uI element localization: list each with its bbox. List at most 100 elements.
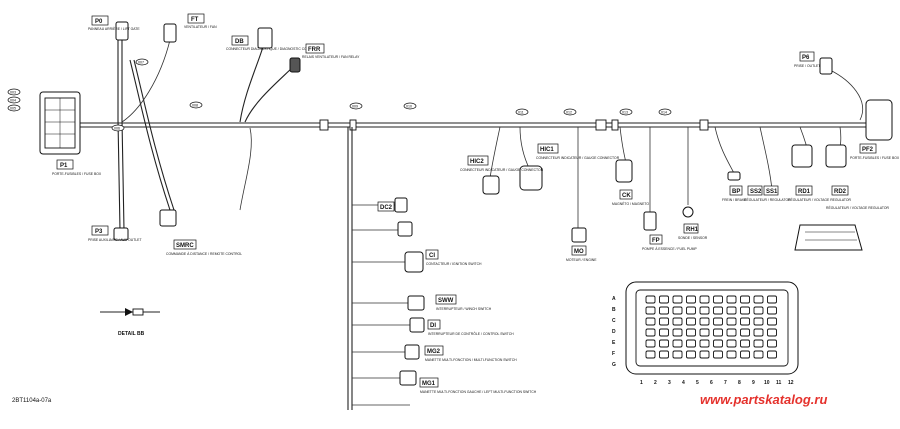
tag-ck: CK MAGNÉTO / MAGNETO (612, 189, 649, 206)
fuse-slot (753, 317, 764, 326)
svg-text:PORTE-FUSIBLES / FUSE BOX: PORTE-FUSIBLES / FUSE BOX (850, 156, 900, 160)
tag-rd1: RD1 RÉGULATEUR / VOLTAGE REGULATOR (788, 185, 852, 202)
fuse-slot (672, 295, 683, 304)
fuse-slot (753, 328, 764, 337)
connector-fp (643, 211, 657, 231)
svg-text:SMRC: SMRC (176, 243, 194, 249)
fuse-slot (686, 339, 696, 348)
svg-text:P6: P6 (802, 55, 810, 61)
left-branch (117, 39, 175, 231)
drawing-id: 2BT1104a-07a (12, 398, 52, 404)
fuse-slot (713, 339, 723, 348)
fuse-slot (740, 295, 750, 304)
svg-text:007: 007 (138, 61, 144, 65)
fuse-slot (672, 306, 683, 315)
connector-ft (163, 23, 177, 43)
svg-text:FP: FP (652, 238, 660, 244)
tag-p1: P1 PORTE-FUSIBLES / FUSE BOX (52, 159, 102, 176)
tag-db: DB CONNECTEUR DIAGNOSTIQUE / DIAGNOSTIC … (226, 35, 324, 51)
fuse-slot (726, 295, 737, 304)
svg-text:009: 009 (352, 105, 358, 109)
svg-text:MG2: MG2 (427, 349, 441, 355)
connector-p6 (819, 57, 833, 75)
detail-bb: DETAIL BB (100, 308, 160, 337)
svg-text:005: 005 (10, 107, 16, 111)
tag-sww: SWW INTERRUPTEUR / WINCH SWITCH (435, 294, 492, 311)
connector-smrc (159, 209, 177, 227)
svg-text:SS1: SS1 (766, 189, 778, 195)
svg-text:SWW: SWW (438, 298, 454, 304)
svg-text:MAGNÉTO / MAGNETO: MAGNÉTO / MAGNETO (612, 201, 649, 206)
fuse-slot (726, 350, 737, 359)
svg-text:RELAIS VENTILATEUR / FAN RELAY: RELAIS VENTILATEUR / FAN RELAY (302, 55, 360, 59)
svg-text:INTERRUPTEUR / WINCH SWITCH: INTERRUPTEUR / WINCH SWITCH (436, 307, 492, 311)
tag-mo: MO MOTEUR / ENGINE (566, 245, 597, 262)
fuse-slot (767, 339, 777, 348)
fuse-slot (740, 317, 750, 326)
fuse-slot (767, 350, 777, 359)
fuse-slot (659, 317, 669, 326)
fuse-col-8: 8 (738, 380, 741, 386)
svg-text:PF2: PF2 (862, 147, 874, 153)
fuse-slot (686, 295, 696, 304)
fuse-slot (740, 306, 750, 315)
fuse-slot (645, 295, 656, 304)
svg-text:VENTILATEUR / FAN: VENTILATEUR / FAN (184, 25, 217, 29)
connector-mo (571, 227, 587, 243)
fuse-slot (713, 306, 723, 315)
connector-mg1 (399, 370, 417, 386)
connector-hic1 (519, 165, 543, 191)
svg-text:PANNEAU ARRIÈRE / LIFT GATE: PANNEAU ARRIÈRE / LIFT GATE (88, 26, 140, 31)
fuse-slot (645, 339, 656, 348)
svg-text:SONDE / SENSOR: SONDE / SENSOR (678, 236, 708, 240)
connector-ci (404, 251, 424, 273)
fuse-slot (699, 328, 710, 337)
svg-text:DI: DI (430, 323, 436, 329)
fuse-slot (686, 350, 696, 359)
svg-text:CONNECTEUR INDICATEUR / GAUGE: CONNECTEUR INDICATEUR / GAUGE CONNECTOR (536, 156, 620, 160)
svg-text:MOTEUR / ENGINE: MOTEUR / ENGINE (566, 258, 597, 262)
fuse-slot (672, 317, 683, 326)
fuse-slot (713, 317, 723, 326)
tag-ft: FT VENTILATEUR / FAN (184, 13, 217, 29)
svg-text:010: 010 (406, 105, 412, 109)
fuse-slot (699, 295, 710, 304)
svg-text:HIC2: HIC2 (470, 159, 484, 165)
connector-sww (407, 295, 425, 311)
fuse-slot (672, 339, 683, 348)
right-drops (489, 69, 863, 230)
fuse-slot (767, 306, 777, 315)
tag-mg2: MG2 MANETTE MULTI-FONCTION / MULTI-FUNCT… (424, 345, 517, 362)
fuse-slot (726, 306, 737, 315)
fuse-col-6: 6 (710, 380, 713, 386)
svg-text:CONTACTEUR / IGNITION SWITCH: CONTACTEUR / IGNITION SWITCH (426, 262, 482, 266)
tag-hic2: HIC2 CONNECTEUR INDICATEUR / GAUGE CONNE… (460, 155, 544, 172)
tag-hic1: HIC1 CONNECTEUR INDICATEUR / GAUGE CONNE… (536, 143, 620, 160)
tag-rh1: RH1 SONDE / SENSOR (678, 223, 708, 240)
fuse-slot (740, 328, 750, 337)
fuse-slot (767, 317, 777, 326)
connector-rd2 (825, 144, 847, 168)
tag-smrc: SMRC COMMANDE À DISTANCE / REMOTE CONTRO… (166, 239, 242, 256)
svg-text:003: 003 (10, 91, 16, 95)
connector-pf2 (865, 99, 893, 141)
fuse-slot (726, 317, 737, 326)
fuse-slot (699, 350, 710, 359)
fuse-slot (740, 339, 750, 348)
fuse-row-a: A (612, 296, 616, 302)
connector-rh1 (682, 206, 694, 218)
fuse-slot (699, 317, 710, 326)
fuse-slot (753, 295, 764, 304)
svg-text:RD1: RD1 (798, 189, 811, 195)
fuse-col-7: 7 (724, 380, 727, 386)
connector-frr (289, 57, 301, 73)
tag-pf2: PF2 PORTE-FUSIBLES / FUSE BOX (850, 143, 900, 160)
fuse-slot (753, 339, 764, 348)
fuse-row-c: C (612, 318, 616, 324)
fuse-col-12: 12 (788, 380, 794, 386)
svg-text:006: 006 (114, 127, 120, 131)
fuse-col-9: 9 (752, 380, 755, 386)
fuse-slot (686, 328, 696, 337)
watermark: www.partskatalog.ru (700, 392, 827, 407)
svg-text:MG1: MG1 (422, 381, 436, 387)
